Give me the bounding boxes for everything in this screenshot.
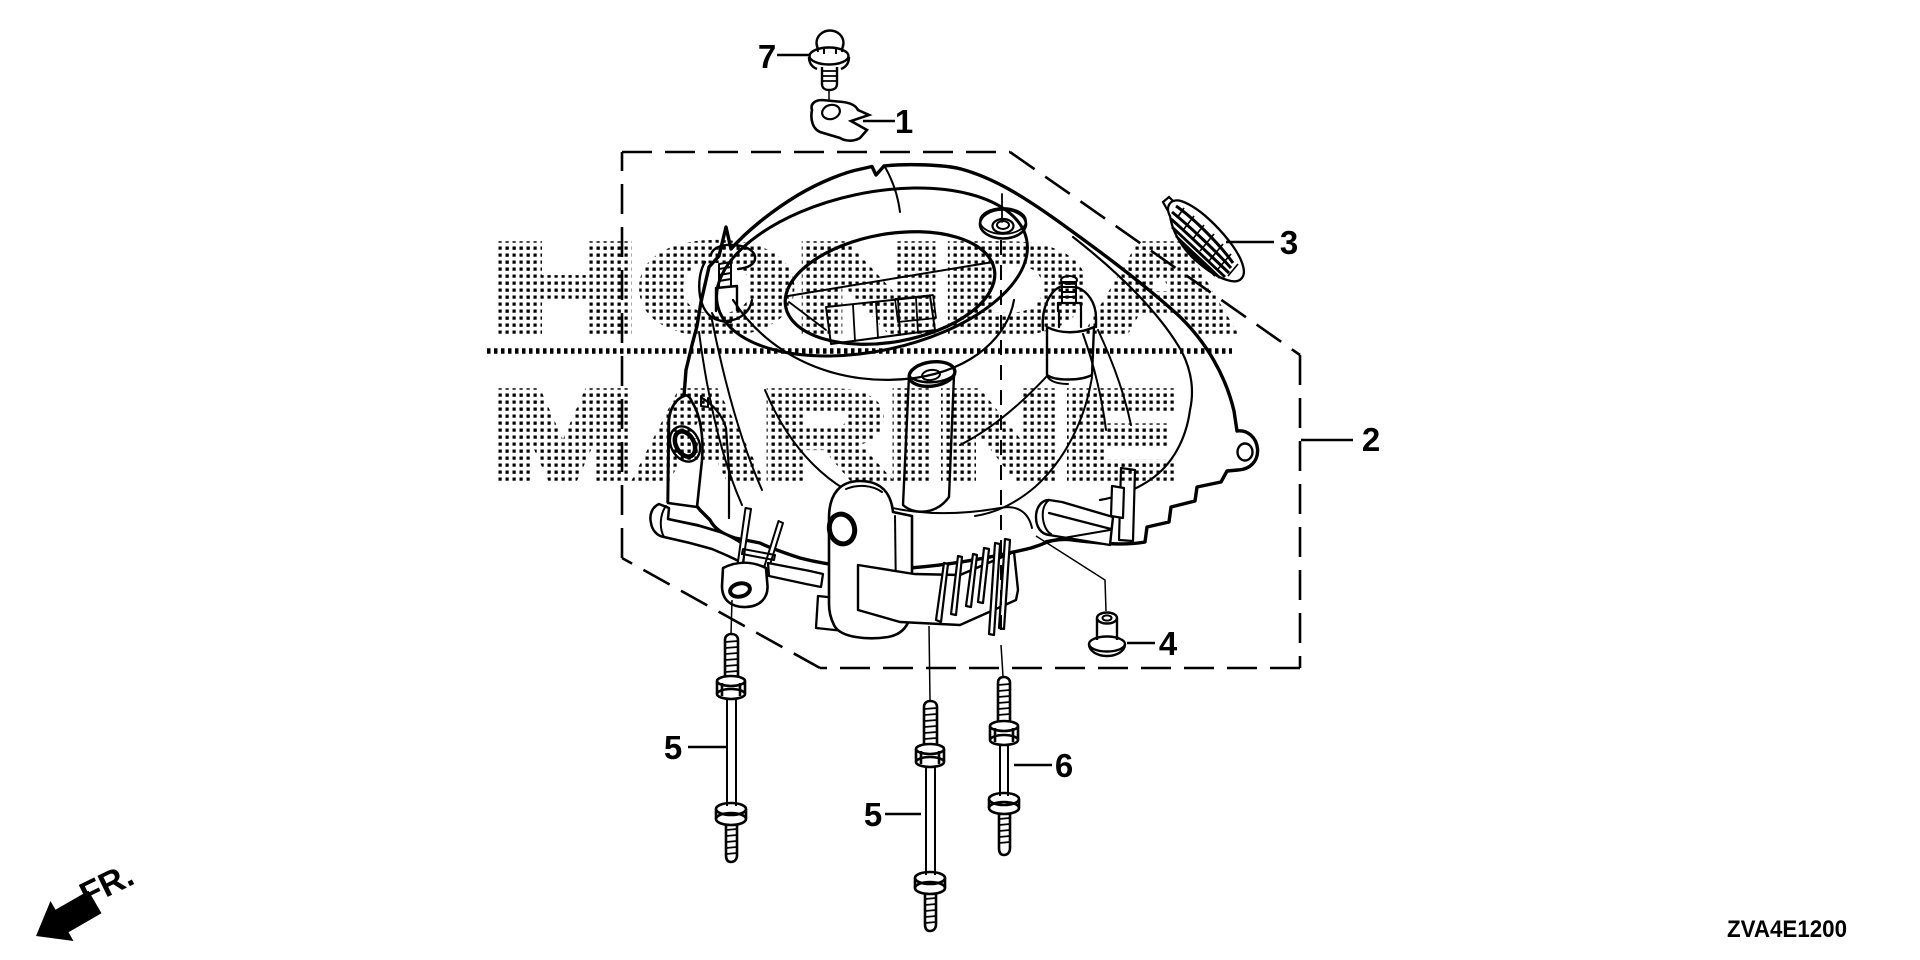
svg-text:MARINE: MARINE <box>490 367 1178 505</box>
svg-text:5: 5 <box>864 796 882 833</box>
svg-text:3: 3 <box>1280 224 1298 261</box>
svg-text:7: 7 <box>758 38 776 75</box>
svg-text:6: 6 <box>1055 747 1073 784</box>
svg-text:2: 2 <box>1362 421 1380 458</box>
svg-text:1: 1 <box>895 103 913 140</box>
svg-text:HONDA: HONDA <box>492 220 1234 358</box>
svg-text:ZVA4E1200: ZVA4E1200 <box>1727 916 1847 943</box>
svg-text:5: 5 <box>664 729 682 766</box>
svg-text:4: 4 <box>1159 625 1178 662</box>
